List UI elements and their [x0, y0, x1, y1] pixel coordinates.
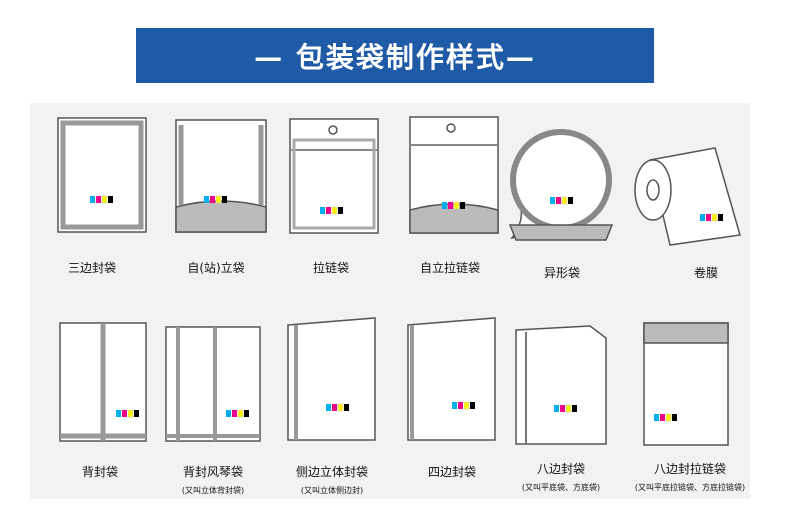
- back-seal-bag-illustration: [59, 322, 147, 442]
- four-side-seal-bag-illustration: [407, 317, 496, 441]
- three-side-seal-bag-illustration: [57, 117, 147, 233]
- flat-bottom-bag-illustration: [515, 325, 607, 445]
- shaped-bag-illustration: [508, 129, 614, 241]
- flat-bottom-zipper-bag-illustration: [643, 322, 729, 446]
- sublabel-flat-bottom-zipper: (又叫平底拉链袋、方底拉链袋): [634, 483, 746, 492]
- label-four-side-seal: 四边封袋: [427, 465, 477, 479]
- label-stand-up-zipper: 自立拉链袋: [419, 261, 481, 275]
- stand-up-pouch-illustration: [175, 119, 267, 233]
- title-banner: — 包装袋制作样式—: [136, 28, 654, 83]
- sublabel-back-seal-gusset: (又叫立体背封袋): [181, 486, 245, 495]
- bag-styles-panel: [30, 103, 750, 499]
- label-side-gusset: 侧边立体封袋: [295, 465, 369, 479]
- page-title: — 包装袋制作样式—: [254, 40, 536, 74]
- label-stand-up-pouch: 自(站)立袋: [187, 261, 245, 275]
- label-zipper-bag: 拉链袋: [312, 261, 350, 275]
- stand-up-zipper-bag-illustration: [409, 116, 499, 234]
- back-seal-gusset-bag-illustration: [165, 326, 261, 442]
- label-flat-bottom-zipper: 八边封拉链袋: [653, 462, 727, 476]
- label-flat-bottom: 八边封袋: [536, 462, 586, 476]
- sublabel-flat-bottom: (又叫平底袋、方底袋): [521, 483, 601, 492]
- roll-film-illustration: [634, 147, 741, 246]
- label-three-side-seal: 三边封袋: [67, 261, 117, 275]
- label-back-seal: 背封袋: [81, 465, 119, 479]
- label-shaped-bag: 异形袋: [543, 266, 581, 280]
- sublabel-side-gusset: (又叫立体侧边封): [300, 486, 364, 495]
- zipper-bag-illustration: [289, 118, 379, 234]
- label-roll-film: 卷膜: [693, 266, 719, 280]
- label-back-seal-gusset: 背封风琴袋: [182, 465, 244, 479]
- color-swatches: [90, 195, 723, 422]
- side-gusset-bag-illustration: [287, 317, 376, 441]
